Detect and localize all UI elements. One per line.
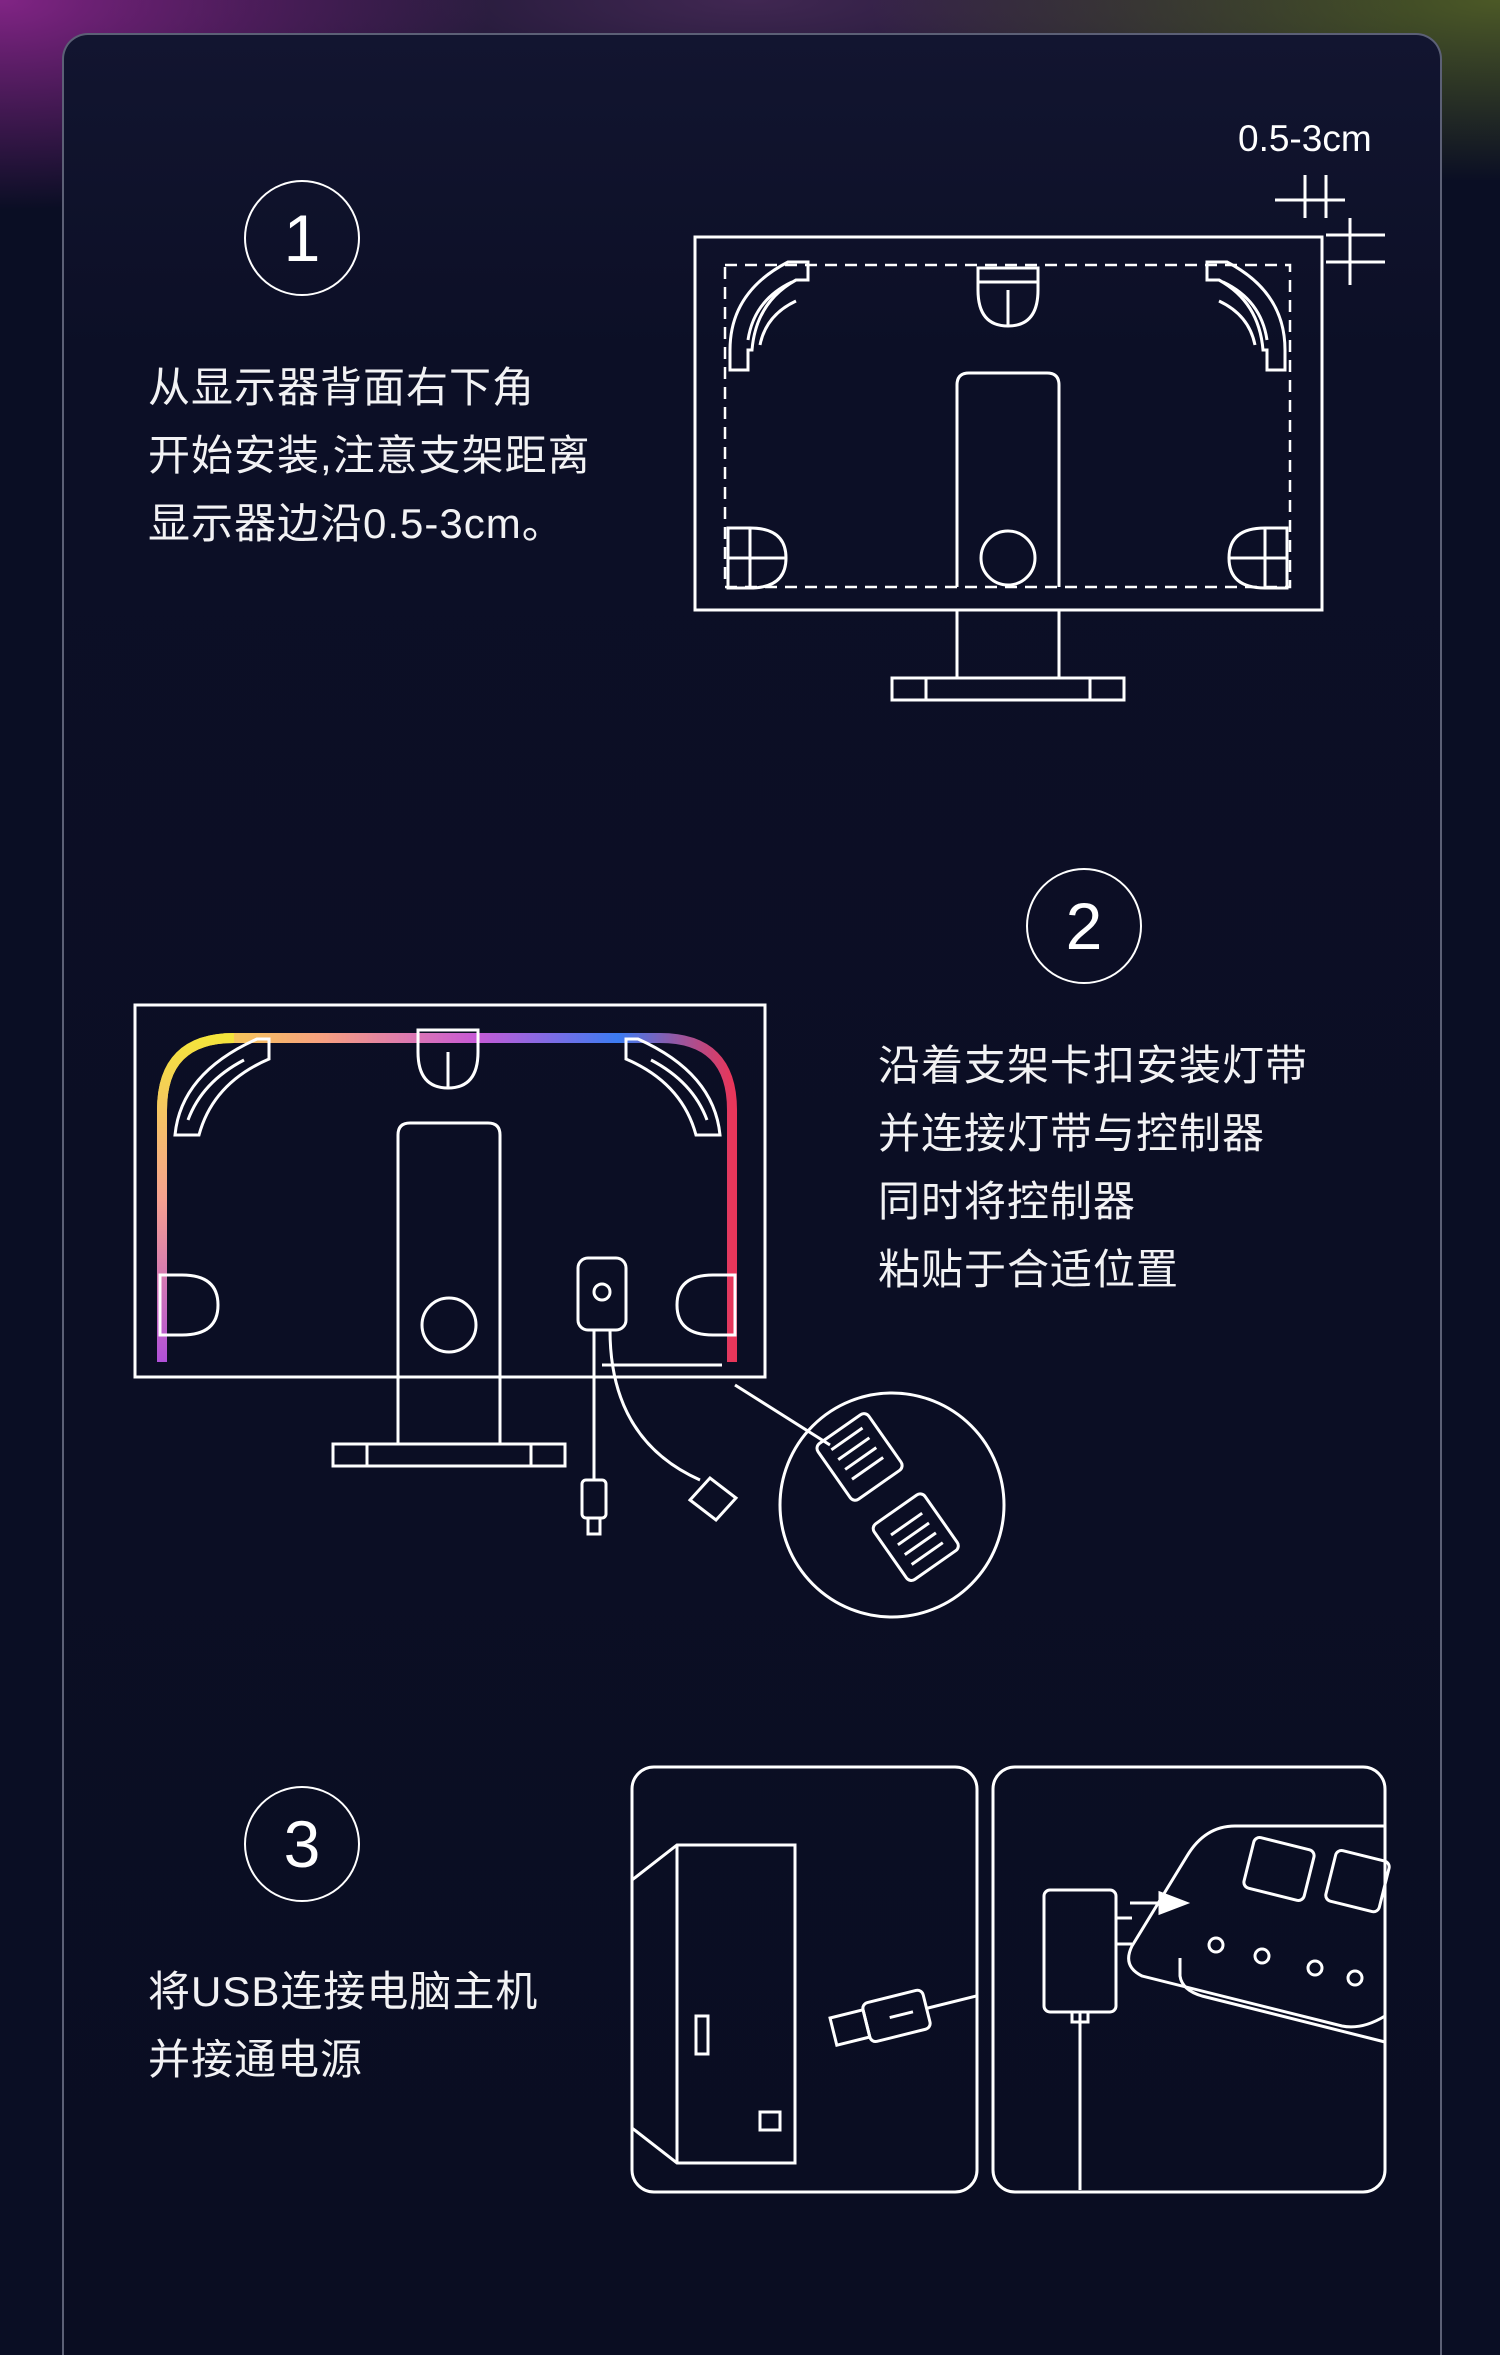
- instruction-card: [62, 33, 1442, 2355]
- gap-dimension-label: 0.5-3cm: [1238, 118, 1372, 159]
- step-2-line-2: 并连接灯带与控制器: [878, 1110, 1266, 1157]
- step-2-line-3: 同时将控制器: [878, 1178, 1137, 1225]
- step-1-line-3: 显示器边沿0.5-3cm。: [148, 500, 565, 547]
- step-3-number: 3: [244, 1786, 360, 1902]
- step-3-line-2: 并接通电源: [148, 2036, 364, 2083]
- step-3-text: 将USB连接电脑主机 并接通电源: [148, 1958, 538, 2094]
- step-1-line-2: 开始安装,注意支架距离: [148, 432, 591, 479]
- step-3-power-outlet-illustration: [991, 1765, 1391, 2194]
- step-1-monitor-back-illustration: [693, 175, 1385, 702]
- step-3-line-1: 将USB连接电脑主机: [148, 1968, 539, 2015]
- step-2-line-4: 粘贴于合适位置: [878, 1246, 1180, 1293]
- step-2-number: 2: [1026, 868, 1142, 984]
- step-2-light-strip-illustration: [133, 1003, 1006, 1619]
- step-1-line-1: 从显示器背面右下角: [148, 364, 536, 411]
- step-1-text: 从显示器背面右下角 开始安装,注意支架距离 显示器边沿0.5-3cm。: [148, 354, 591, 558]
- step-2-text: 沿着支架卡扣安装灯带 并连接灯带与控制器 同时将控制器 粘贴于合适位置: [878, 1032, 1308, 1304]
- step-1-number: 1: [244, 180, 360, 296]
- step-3-usb-to-pc-illustration: [630, 1765, 979, 2194]
- step-2-line-1: 沿着支架卡扣安装灯带: [878, 1042, 1309, 1089]
